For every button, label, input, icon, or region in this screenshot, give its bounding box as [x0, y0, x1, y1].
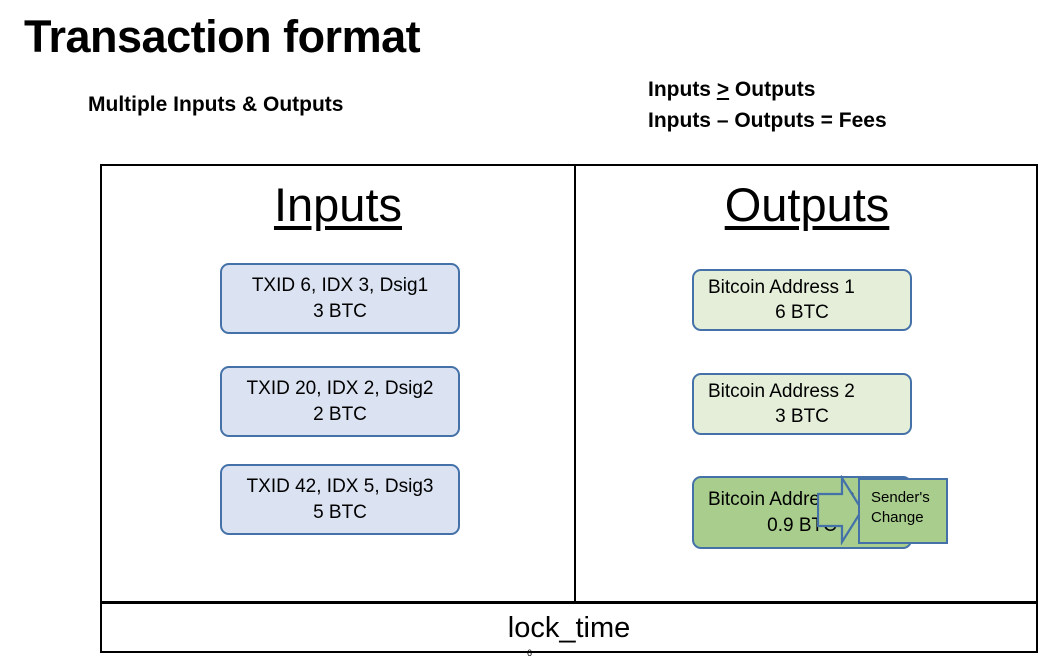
output-address: Bitcoin Address 1 [708, 276, 855, 298]
input-item: TXID 6, IDX 3, Dsig1 3 BTC [220, 263, 460, 334]
input-detail: TXID 20, IDX 2, Dsig2 [246, 378, 434, 400]
subtitle-multiple-inputs-outputs: Multiple Inputs & Outputs [88, 93, 344, 116]
output-item: Bitcoin Address 2 3 BTC [692, 373, 912, 435]
rule-prefix: Inputs [648, 78, 717, 101]
input-detail: TXID 6, IDX 3, Dsig1 [251, 275, 429, 297]
input-item: TXID 42, IDX 5, Dsig3 5 BTC [220, 464, 460, 535]
inputs-column-header: Inputs [273, 178, 403, 231]
input-amount: 3 BTC [313, 300, 367, 322]
outputs-column-header: Outputs [724, 178, 890, 231]
balance-rules-note: Inputs > Outputs Inputs – Outputs = Fees [648, 74, 887, 136]
change-label-line1: Sender's [871, 489, 930, 506]
change-label-line2: Change [871, 509, 924, 527]
page-title: Transaction format [24, 11, 421, 62]
greater-equal-symbol: > [716, 78, 730, 101]
rule-suffix: Outputs [729, 78, 816, 101]
input-amount: 2 BTC [313, 403, 367, 425]
senders-change-box: Sender's Change [858, 478, 948, 544]
rule-inputs-minus-outputs: Inputs – Outputs = Fees [648, 109, 887, 133]
transaction-frame: Inputs Outputs TXID 6, IDX 3, Dsig1 3 BT… [100, 164, 1038, 653]
lock-time-row: lock_time [507, 611, 631, 644]
input-item: TXID 20, IDX 2, Dsig2 2 BTC [220, 366, 460, 437]
rule-inputs-ge-outputs: Inputs > Outputs [648, 74, 887, 105]
frame-vertical-divider [574, 166, 576, 601]
frame-horizontal-divider [102, 601, 1036, 604]
output-item: Bitcoin Address 1 6 BTC [692, 269, 912, 331]
input-detail: TXID 42, IDX 5, Dsig3 [246, 476, 434, 498]
slide-number: 6 [526, 648, 532, 658]
right-arrow-icon [817, 475, 863, 545]
output-address: Bitcoin Address 2 [708, 380, 855, 402]
output-amount: 6 BTC [775, 302, 829, 323]
output-amount: 3 BTC [775, 406, 829, 427]
input-amount: 5 BTC [313, 501, 367, 523]
